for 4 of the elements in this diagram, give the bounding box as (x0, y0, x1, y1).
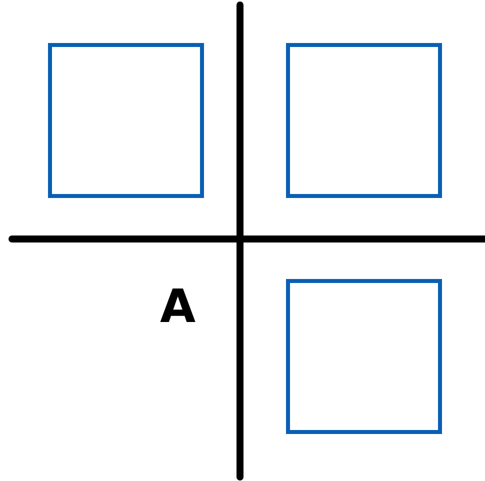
square-outline (286, 279, 442, 434)
quadrant-letter: A (160, 283, 196, 329)
square-outline (286, 43, 442, 198)
square-outline (48, 43, 204, 198)
